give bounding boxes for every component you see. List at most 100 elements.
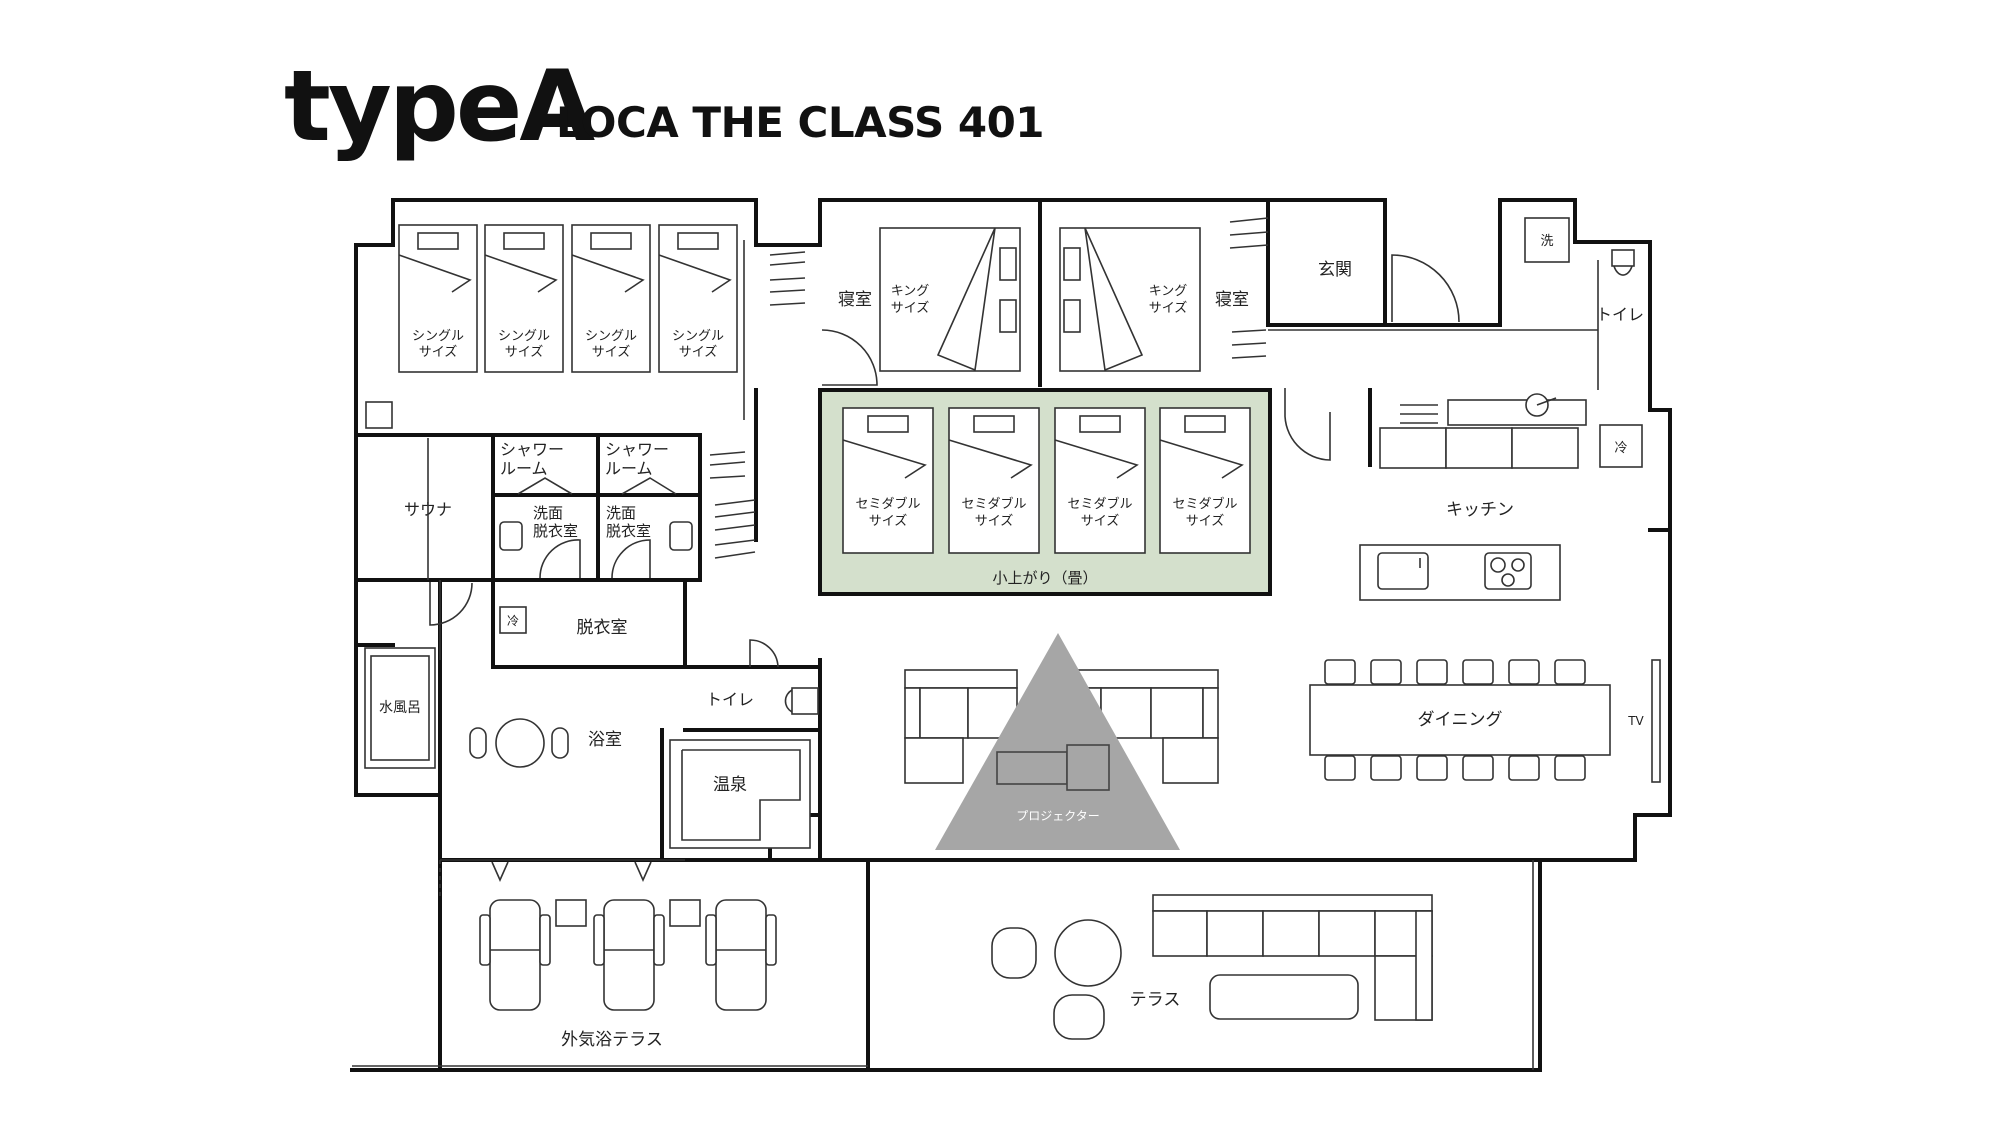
walls: [350, 198, 1672, 1072]
room-label-entrance: 玄関: [1318, 260, 1352, 280]
king-bed-right: [1059, 227, 1201, 372]
kitchen-block: 冷 キッチン: [1359, 424, 1643, 601]
washing-machine-label: 洗: [1540, 234, 1553, 249]
door-sauna: [429, 582, 473, 626]
bed-label: セミダブル: [1172, 496, 1237, 512]
room-label-outdoor-bath-terrace: 外気浴テラス: [561, 1030, 663, 1050]
bed-label: サイズ: [505, 344, 544, 360]
room-label-wash-1: 洗面: [533, 504, 563, 522]
bed-label: シングル: [498, 329, 550, 344]
bed-label: サイズ: [679, 344, 718, 360]
room-label-terrace: テラス: [1130, 990, 1181, 1010]
bed-label: セミダブル: [1067, 496, 1132, 512]
bed-label: シングル: [585, 329, 637, 344]
lounge-chair-1: [479, 899, 551, 1011]
room-label-kitchen: キッチン: [1446, 500, 1514, 520]
semi-double-bed-1: セミダブル サイズ: [842, 407, 934, 554]
entrance-block: 玄関 洗 トイレ: [1268, 217, 1644, 461]
room-label-wash-2: 洗面: [606, 504, 636, 522]
bedroom-right: 寝室 キング サイズ: [1059, 217, 1269, 372]
door-kitchen: [1284, 388, 1331, 461]
bed-label: サイズ: [1081, 513, 1120, 529]
room-label-onsen: 温泉: [713, 775, 747, 795]
semi-double-bed-2: セミダブル サイズ: [948, 407, 1040, 554]
kitchen-cabinet-3: [1511, 427, 1579, 469]
coffee-table-right: [1066, 744, 1110, 791]
sauna-block: サウナ シャワー ルーム シャワー ルーム 洗面 脱衣室 洗面 脱衣室: [404, 438, 693, 580]
bed-label: サイズ: [891, 300, 930, 316]
bed-label: サイズ: [869, 513, 908, 529]
bed-label: サイズ: [419, 344, 458, 360]
plan-type-title: typeA: [284, 50, 595, 164]
cold-bath-inner: [370, 655, 430, 761]
terrace-low-table: [1209, 974, 1359, 1020]
terrace-sofa: [1152, 894, 1433, 1021]
room-label-shower-2: シャワー: [605, 440, 669, 459]
stairs-left-top: [769, 251, 806, 306]
pillow: [999, 299, 1017, 333]
sink-2: [669, 521, 693, 551]
bed-label: サイズ: [975, 513, 1014, 529]
pillow: [1063, 247, 1081, 281]
side-table: [669, 899, 701, 927]
bedroom-left: 寝室 キング サイズ: [821, 227, 1021, 386]
room-label-shower-2b: ルーム: [605, 459, 653, 478]
plan-subtitle: LOCA THE CLASS 401: [556, 98, 1045, 147]
single-beds: シングル サイズ シングル サイズ シングル サイズ シングル サイズ: [365, 224, 745, 429]
fridge: [1599, 424, 1643, 468]
outdoor-bath-terrace: 外気浴テラス: [352, 860, 868, 1067]
side-table: [555, 899, 587, 927]
room-label-tatami: 小上がり（畳）: [992, 569, 1097, 587]
bed-label: サイズ: [1186, 513, 1225, 529]
room-label-toilet-mid: トイレ: [706, 690, 754, 709]
storage-box: [365, 401, 393, 429]
room-label-shower-1b: ルーム: [500, 459, 548, 478]
semi-double-bed-4: セミダブル サイズ: [1159, 407, 1251, 554]
lounge-chair-3: [705, 899, 777, 1011]
room-label-bathroom: 浴室: [588, 730, 622, 750]
sofa-left: [904, 669, 1018, 784]
dining-table: [1309, 684, 1611, 756]
door-toilet-mid: [749, 639, 779, 668]
room-label-dining: ダイニング: [1418, 710, 1503, 730]
fridge-label: 冷: [1614, 441, 1627, 456]
room-label-bedroom-left: 寝室: [838, 289, 872, 310]
single-bed-4: シングル サイズ: [658, 224, 738, 373]
room-label-wash-2b: 脱衣室: [606, 522, 651, 540]
toilet-tank-mid: [791, 687, 819, 715]
room-label-wash-1b: 脱衣室: [533, 522, 578, 540]
fridge-small-label: 冷: [507, 614, 519, 628]
bed-label: キング: [891, 284, 930, 299]
toilet-bowl-right: [1613, 265, 1633, 276]
single-bed-2: シングル サイズ: [484, 224, 564, 373]
dining-chairs: [1324, 659, 1586, 781]
stairs-right-top: [1229, 217, 1269, 359]
bed-label: セミダブル: [855, 496, 920, 512]
room-label-changing: 脱衣室: [577, 618, 628, 638]
projector-label: プロジェクター: [1016, 809, 1100, 823]
lounge-chair-2: [593, 899, 665, 1011]
toilet-tank-right: [1611, 249, 1635, 267]
tv-screen: [1651, 659, 1661, 783]
room-label-toilet-right: トイレ: [1596, 305, 1644, 324]
semi-double-bed-3: セミダブル サイズ: [1054, 407, 1146, 554]
coffee-table-left: [996, 751, 1068, 785]
bath-bucket-right: [551, 727, 569, 759]
fridge-small: [499, 606, 527, 634]
bed-label: サイズ: [1149, 300, 1188, 316]
bath-block: 冷 脱衣室 水風呂 浴室: [364, 580, 685, 861]
toilet-onsen-block: トイレ 温泉: [669, 639, 819, 849]
bed-label: シングル: [672, 329, 724, 344]
terrace-round-table: [1054, 919, 1122, 987]
king-bed-left: [879, 227, 1021, 372]
tv-label: TV: [1627, 714, 1644, 728]
bed-label: サイズ: [592, 344, 631, 360]
counter-sink: [1447, 399, 1587, 426]
terrace-chair-bottom: [1053, 994, 1105, 1040]
door-entrance: [1391, 254, 1460, 323]
terrace-chair-left: [991, 927, 1037, 979]
kitchen-cabinet-2: [1445, 427, 1513, 469]
bed-label: シングル: [412, 329, 464, 344]
living-block: プロジェクター: [904, 633, 1219, 850]
